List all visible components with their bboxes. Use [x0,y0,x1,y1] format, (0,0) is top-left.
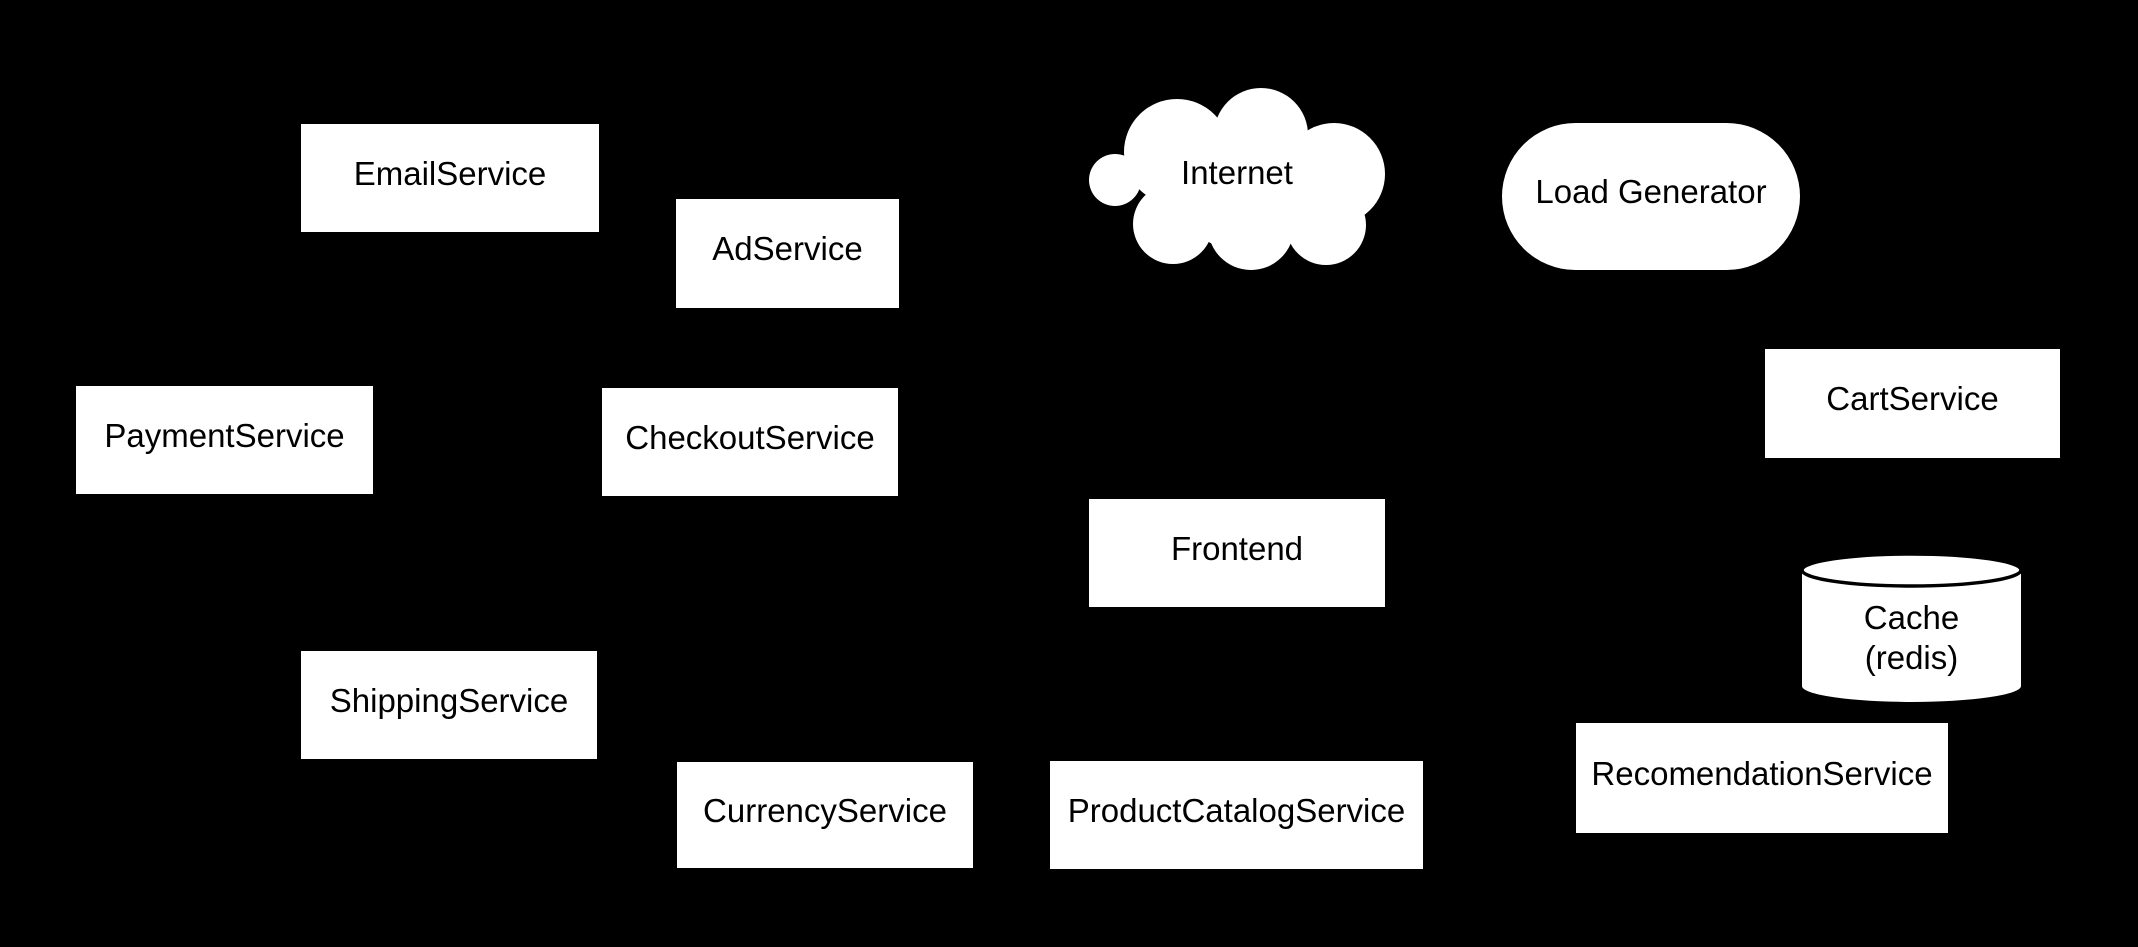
node-payment-service[interactable]: PaymentService [76,386,373,494]
node-currency-service-label: CurrencyService [703,791,947,829]
cloud-icon [1089,88,1385,270]
node-internet-label: Internet [1181,154,1293,191]
node-frontend-label: Frontend [1170,529,1304,567]
node-ad-service-label: AdService [712,230,863,268]
node-email-service-label: EmailService [353,154,547,192]
node-internet[interactable]: Internet [1089,88,1385,270]
node-cart-service-label: CartService [1826,380,1999,418]
node-product-catalog-service[interactable]: ProductCatalogService [1050,761,1423,869]
node-load-generator-label: Load Generator [1535,173,1767,211]
node-recomendation-service[interactable]: RecomendationService [1576,723,1948,833]
cache-label-line2: (redis) [1864,639,1959,676]
node-cache-redis-label: Cache (redis) [1800,553,2023,703]
node-email-service[interactable]: EmailService [301,124,599,232]
node-ad-service[interactable]: AdService [676,199,899,308]
node-load-generator[interactable]: Load Generator [1502,123,1800,270]
node-checkout-service-label: CheckoutService [625,418,875,456]
cache-label-line1: Cache [1863,599,1960,636]
node-shipping-service-label: ShippingService [329,681,569,719]
database-cylinder-icon [1800,553,2023,702]
node-currency-service[interactable]: CurrencyService [677,762,973,868]
node-checkout-service[interactable]: CheckoutService [602,388,898,496]
node-product-catalog-service-label: ProductCatalogService [1067,791,1406,829]
node-recomendation-service-label: RecomendationService [1591,754,1933,792]
node-frontend[interactable]: Frontend [1089,499,1385,607]
node-shipping-service[interactable]: ShippingService [301,651,597,759]
node-cart-service[interactable]: CartService [1765,349,2060,458]
node-cache-redis[interactable]: Cache (redis) [1800,553,2023,703]
node-payment-service-label: PaymentService [104,416,345,454]
